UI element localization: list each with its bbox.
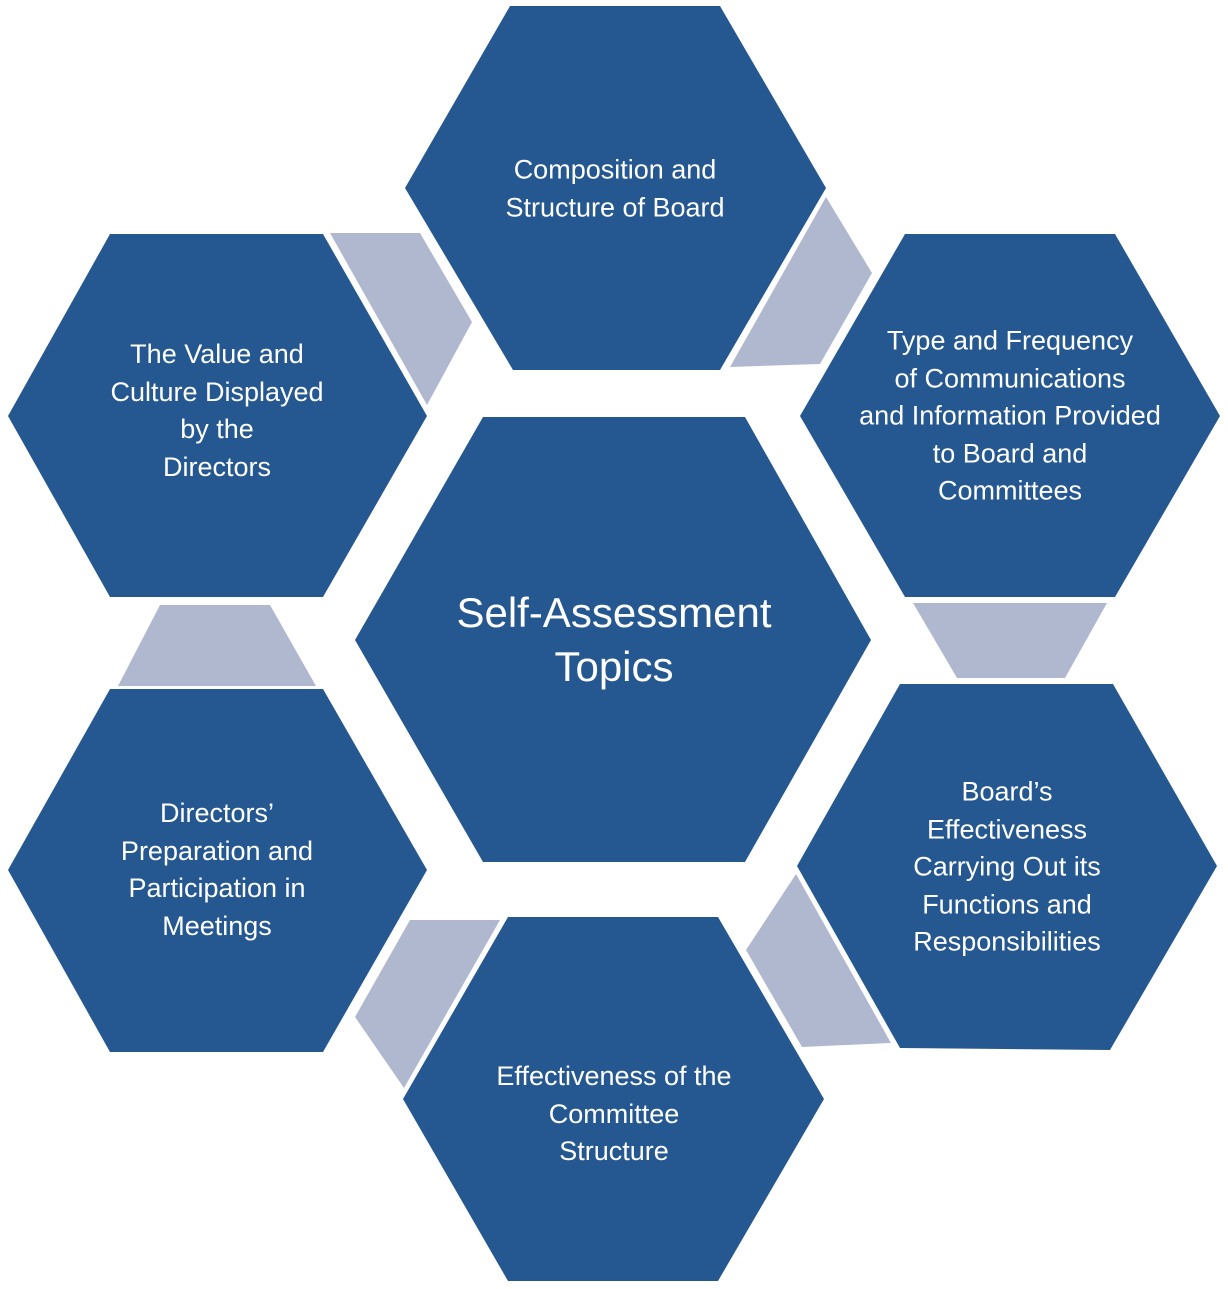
connector-top-left-to-top (330, 233, 472, 405)
topic-committee-structure-label: Effectiveness of the Committee Structure (496, 1058, 731, 1171)
topic-line: Directors (162, 451, 272, 482)
hexagon-bottom-right (797, 684, 1217, 1050)
connector-top-to-right (730, 197, 872, 367)
topic-line: Board’s (961, 776, 1053, 807)
topic-line: to Board and (932, 437, 1088, 468)
hexagon-bottom-left (8, 689, 427, 1052)
topic-line: Functions and (922, 888, 1092, 919)
topic-line: The Value and (130, 339, 304, 369)
topic-line: Effectiveness (926, 813, 1088, 844)
connector-right-to-bottom-right (913, 603, 1107, 678)
topic-line: Carrying Out its (913, 851, 1101, 882)
hexagon-top (405, 6, 826, 370)
topic-line: Participation in (128, 873, 306, 903)
topic-board-effectiveness-label: Board’s Effectiveness Carrying Out its F… (913, 773, 1101, 961)
topic-value-culture-label: The Value and Culture Displayed by the D… (110, 336, 323, 486)
topic-line: Type and Frequency (886, 325, 1134, 356)
topic-line: by the (180, 414, 254, 444)
hexagon-top-right (800, 234, 1220, 597)
topic-line: Structure (559, 1135, 669, 1166)
topic-line: Committees (937, 475, 1083, 506)
topic-communications-label: Type and Frequency of Communications and… (859, 322, 1161, 510)
topic-line: Committee (548, 1098, 680, 1129)
topic-line: Culture Displayed (110, 376, 324, 407)
center-line: Self-Assessment (456, 589, 772, 636)
connector-bottom-to-bottom-left (355, 920, 500, 1088)
hexagon-bottom (403, 917, 824, 1281)
topic-line: Effectiveness of the (496, 1060, 732, 1091)
hexagon-top-left (8, 234, 427, 597)
connector-bottom-left-to-top-left (118, 605, 316, 686)
topic-composition-label: Composition and Structure of Board (505, 152, 724, 227)
center-line: Topics (554, 643, 674, 690)
topic-line: Composition and (513, 154, 717, 185)
topic-line: Structure of Board (505, 192, 725, 222)
topic-line: Directors’ (159, 798, 275, 828)
connector-bottom-right-to-bottom (746, 874, 891, 1047)
topic-line: Meetings (162, 910, 272, 941)
center-topic-label: Self-Assessment Topics (456, 586, 771, 694)
topic-line: Responsibilities (913, 926, 1101, 957)
topic-line: and Information Provided (859, 400, 1161, 431)
hexagon-center (355, 417, 871, 862)
topic-directors-preparation-label: Directors’ Preparation and Participation… (121, 795, 313, 945)
topic-line: Preparation and (120, 835, 314, 866)
topic-line: of Communications (894, 362, 1126, 393)
